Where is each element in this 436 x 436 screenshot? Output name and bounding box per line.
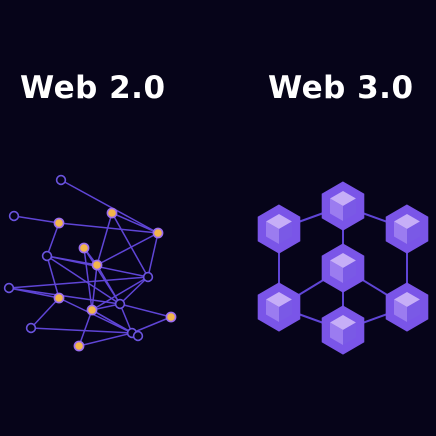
web2-node-hollow	[41, 250, 53, 262]
web3-block-node	[321, 305, 365, 355]
cube-left-face	[266, 299, 279, 322]
web2-title: Web 2.0	[20, 70, 166, 106]
web2-edge	[83, 247, 93, 311]
web2-node-gold	[73, 340, 85, 352]
web2-edges	[8, 179, 172, 347]
web2-edge	[30, 327, 133, 334]
cube-right-face	[343, 322, 356, 345]
web2-node-gold	[152, 227, 164, 239]
web2-edge	[78, 309, 93, 347]
web3-block-node	[257, 282, 301, 332]
cube-right-face	[407, 221, 420, 244]
web2-node-hollow	[25, 322, 37, 334]
cube-right-face	[343, 198, 356, 221]
web3-block-node	[321, 181, 365, 231]
cube-right-face	[279, 299, 292, 322]
cube-right-face	[407, 299, 420, 322]
web2-edge	[96, 232, 159, 266]
web2-edge	[46, 255, 98, 266]
cube-left-face	[330, 198, 343, 221]
web2-node-gold	[91, 259, 103, 271]
web2-edge	[30, 297, 60, 329]
cube-left-face	[330, 260, 343, 283]
web2-node-gold	[86, 304, 98, 316]
web2-edge	[60, 179, 159, 234]
web2-edge	[131, 316, 172, 334]
web2-edge	[58, 297, 133, 334]
web2-node-gold	[106, 207, 118, 219]
web2-edge	[147, 232, 159, 278]
web2-edge	[8, 276, 149, 289]
web2-edge	[46, 255, 60, 299]
web2-edge	[111, 212, 149, 278]
web2-edge	[83, 247, 121, 305]
web2-edge	[58, 222, 159, 234]
web2-node-hollow	[3, 282, 15, 294]
cube-left-face	[266, 221, 279, 244]
web2-node-gold	[53, 292, 65, 304]
web2-node-hollow	[8, 210, 20, 222]
web3-nodes	[257, 181, 429, 355]
web2-edge	[96, 212, 113, 266]
web2-edge	[119, 303, 133, 334]
web2-edge	[46, 255, 121, 305]
web2-edge	[91, 276, 149, 311]
web3-block-node	[385, 204, 429, 254]
web2-edge	[8, 287, 121, 305]
web3-block-node	[321, 243, 365, 293]
web3-block-node	[385, 282, 429, 332]
cube-right-face	[343, 260, 356, 283]
web2-edge	[13, 215, 60, 224]
web2-edge	[46, 222, 60, 257]
web2-nodes	[3, 174, 177, 352]
web2-edge	[119, 276, 149, 305]
web2-node-hollow	[55, 174, 67, 186]
cube-left-face	[394, 221, 407, 244]
web2-node-gold	[165, 311, 177, 323]
web2-node-hollow	[142, 271, 154, 283]
web3-title: Web 3.0	[268, 70, 414, 106]
cube-left-face	[394, 299, 407, 322]
cube-right-face	[279, 221, 292, 244]
web2-node-gold	[53, 217, 65, 229]
web2-node-hollow	[114, 298, 126, 310]
web2-edge	[78, 332, 133, 347]
web2-node-gold	[78, 242, 90, 254]
web3-block-node	[257, 204, 301, 254]
web2-edge	[119, 303, 172, 318]
web2-edge	[111, 212, 159, 234]
web2-edge	[91, 264, 98, 311]
web2-node-hollow	[132, 330, 144, 342]
cube-left-face	[330, 322, 343, 345]
